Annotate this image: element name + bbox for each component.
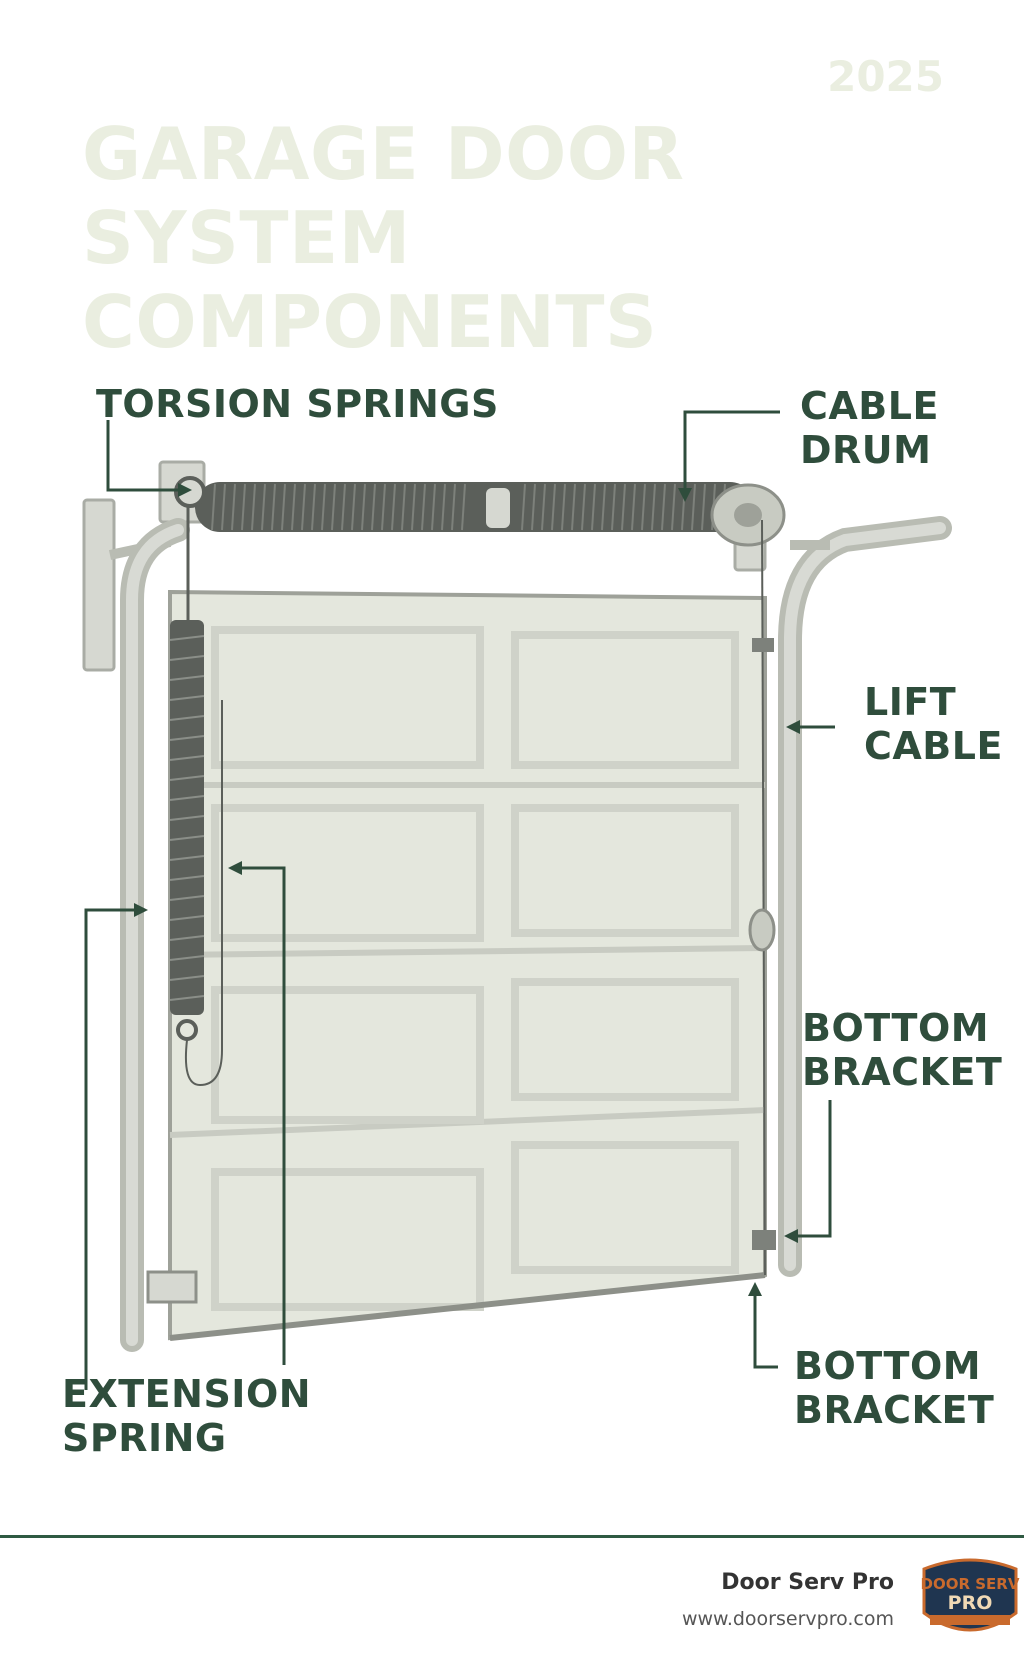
arrow-head xyxy=(134,903,148,917)
door-raised-panel xyxy=(211,804,484,942)
door-bottom-edge xyxy=(169,1272,766,1341)
footer-divider xyxy=(0,1535,1024,1538)
bottom-bracket-right xyxy=(752,1230,776,1250)
bottom-bracket-upper-leader xyxy=(794,1100,832,1238)
roller-bracket xyxy=(748,908,776,952)
bottom-bracket-lower-label-line-1: BOTTOM xyxy=(794,1344,982,1388)
logo-text-bottom: PRO xyxy=(948,1592,993,1614)
cable-drum-label: CABLE DRUM xyxy=(800,384,939,472)
cable-drum-label-line-1: CABLE xyxy=(800,384,939,428)
bottom-bracket-upper-label-line-1: BOTTOM xyxy=(802,1006,990,1050)
right-track xyxy=(778,516,952,1277)
lift-cable-label-line-1: LIFT xyxy=(864,680,957,724)
door-raised-panel xyxy=(511,1141,739,1274)
left-track-inner xyxy=(126,524,184,1346)
garage-door-diagram xyxy=(82,410,952,1390)
title-line-1: GARAGE DOOR xyxy=(82,112,685,196)
extension-spring-eye xyxy=(176,1019,198,1041)
brand-name: Door Serv Pro xyxy=(721,1570,894,1595)
lift-cable-label-line-2: CABLE xyxy=(864,724,1003,768)
torsion-springs-label-line: TORSION SPRINGS xyxy=(96,382,499,426)
right-track-inner xyxy=(784,522,946,1271)
bottom-bracket-lower-leader xyxy=(753,1292,778,1369)
arrow-head xyxy=(748,1282,762,1296)
door-raised-panel xyxy=(211,1168,484,1311)
door-raised-panel xyxy=(211,626,484,769)
bottom-bracket-lower-label: BOTTOM BRACKET xyxy=(794,1344,994,1432)
arrow-head xyxy=(786,720,800,734)
arrow-head xyxy=(228,861,242,875)
bottom-bracket-upper-label-line-2: BRACKET xyxy=(802,1050,1003,1094)
door-raised-panel xyxy=(511,978,739,1101)
year-label: 2025 xyxy=(827,52,944,101)
door-raised-panel xyxy=(211,986,484,1124)
bottom-bracket-lower-label-line-2: BRACKET xyxy=(794,1388,995,1432)
title-line-2: SYSTEM COMPONENTS xyxy=(82,196,658,364)
arrow-head xyxy=(784,1229,798,1243)
cable-drum-hub xyxy=(734,503,762,527)
leader-arrowheads xyxy=(134,483,800,1296)
logo-text-top: DOOR SERV xyxy=(921,1575,1020,1593)
cable-drum-label-line-2: DRUM xyxy=(800,428,932,472)
extension-spring-safety-cable xyxy=(184,700,223,1087)
left-spring-anchor xyxy=(174,476,206,508)
page-title: GARAGE DOOR SYSTEM COMPONENTS xyxy=(82,112,982,364)
extension-spring-leader-right xyxy=(236,866,286,1365)
extension-spring-leader-left xyxy=(84,908,140,1390)
door-raised-panel xyxy=(511,631,739,769)
extension-spring-label-line-1: EXTENSION xyxy=(62,1372,312,1416)
lift-cable-clip xyxy=(752,638,774,652)
arrow-head xyxy=(178,483,192,497)
spring-center-cone xyxy=(486,488,510,528)
torsion-tube xyxy=(195,482,755,532)
lift-cable-label: LIFT CABLE xyxy=(864,680,1003,768)
door-serv-pro-logo: DOOR SERV PRO xyxy=(921,1558,1020,1632)
cable-drum-leader xyxy=(683,410,780,492)
torsion-springs-label: TORSION SPRINGS xyxy=(96,382,499,426)
door-raised-panel xyxy=(511,804,739,937)
torsion-springs-leader xyxy=(106,420,180,492)
torsion-spring-coils xyxy=(211,483,726,531)
extension-spring-label: EXTENSION SPRING xyxy=(62,1372,311,1460)
extension-spring-coils xyxy=(169,635,205,1001)
logo-ribbon xyxy=(930,1615,1010,1625)
left-wall-bracket xyxy=(82,498,116,672)
bottom-bracket-upper-label: BOTTOM BRACKET xyxy=(802,1006,1002,1094)
door-section-line-2 xyxy=(169,945,766,958)
extension-spring-label-line-2: SPRING xyxy=(62,1416,227,1460)
brand-url[interactable]: www.doorservpro.com xyxy=(681,1608,894,1630)
arrow-head xyxy=(678,488,692,502)
door-panel xyxy=(168,589,767,1341)
leader-lines xyxy=(84,410,835,1390)
bottom-bracket-left xyxy=(146,1270,198,1304)
